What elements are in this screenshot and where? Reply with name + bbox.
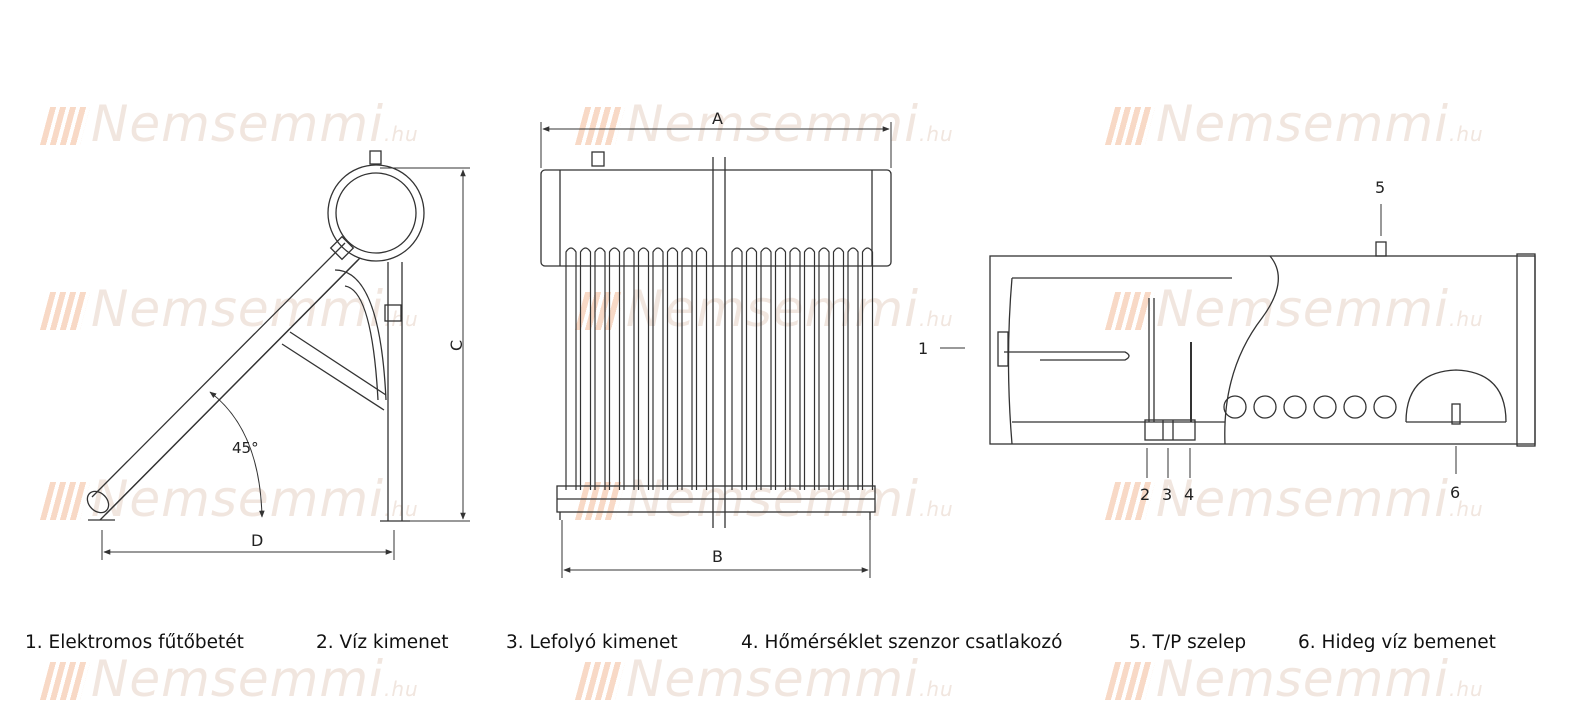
parts-legend: 1. Elektromos fűtőbetét 2. Víz kimenet 3…: [0, 632, 1588, 660]
callout-4: 4: [1184, 485, 1194, 504]
tube-end: [86, 490, 110, 514]
legend-item-5: 5. T/P szelep: [1129, 632, 1247, 653]
tank-section-view: [940, 204, 1536, 478]
leg-bracket: [384, 304, 402, 322]
watermark-logo: Nemsemmi.hu: [39, 650, 419, 708]
heater-flange: [997, 331, 1009, 367]
vacuum-tube: [789, 247, 801, 490]
callout-2: 2: [1140, 485, 1150, 504]
tube-hole: [1313, 395, 1337, 419]
tube-hole: [1343, 395, 1367, 419]
cold-inlet-pipe: [1451, 403, 1461, 425]
vacuum-tube: [695, 247, 708, 490]
vacuum-tube: [681, 247, 693, 490]
angle-arc: [209, 391, 265, 518]
dim-c-label: C: [447, 340, 466, 351]
tp-valve: [1375, 241, 1387, 257]
legend-item-6: 6. Hideg víz bemenet: [1298, 632, 1496, 653]
side-view: [86, 150, 470, 560]
vacuum-tube: [623, 247, 635, 490]
front-view: [540, 122, 892, 578]
heater-element: [1004, 351, 1130, 361]
tube-hole: [1283, 395, 1307, 419]
cold-inlet-arc: [1405, 369, 1507, 423]
watermark-logo: Nemsemmi.hu: [1104, 280, 1484, 338]
dim-d-label: D: [251, 531, 263, 550]
vacuum-tube: [803, 247, 816, 490]
vacuum-tube: [832, 247, 845, 490]
vacuum-tube: [579, 247, 592, 490]
vacuum-tube: [608, 247, 621, 490]
strut-lower: [281, 343, 385, 411]
legend-item-2: 2. Víz kimenet: [316, 632, 449, 653]
dim-b-label: B: [712, 547, 723, 566]
legend-item-1: 1. Elektromos fűtőbetét: [25, 632, 244, 653]
tank-outer-circle: [327, 164, 425, 262]
angle-label: 45°: [232, 439, 259, 457]
inner-tank-left: [1007, 277, 1013, 445]
bottom-ports: [1144, 419, 1196, 441]
strut-upper: [289, 331, 387, 396]
vacuum-tube: [818, 247, 830, 490]
vacuum-tube: [637, 247, 650, 490]
tube-hole: [1373, 395, 1397, 419]
watermark-logo: Nemsemmi.hu: [1104, 650, 1484, 708]
front-tank: [540, 169, 892, 267]
vacuum-tube: [594, 247, 606, 490]
watermark-logo: Nemsemmi.hu: [1104, 470, 1484, 528]
vacuum-tube: [745, 247, 758, 490]
vacuum-tube: [861, 247, 874, 490]
curved-brace-outer: [334, 269, 387, 401]
collector-rail: [99, 257, 361, 521]
vacuum-tube: [666, 247, 679, 490]
tank-section-outer: [989, 255, 1536, 445]
vacuum-tubes: [565, 247, 874, 490]
watermark-logo: Nemsemmi.hu: [39, 95, 419, 153]
watermark-logo: Nemsemmi.hu: [574, 650, 954, 708]
front-valve: [591, 151, 605, 167]
tube-hole: [1223, 395, 1247, 419]
cutaway-line: [1224, 255, 1279, 445]
tube-hole: [1253, 395, 1277, 419]
vacuum-tube: [731, 247, 743, 490]
callout-3: 3: [1162, 485, 1172, 504]
watermark-logo: Nemsemmi.hu: [1104, 95, 1484, 153]
vacuum-tube: [760, 247, 772, 490]
vacuum-tube: [847, 247, 859, 490]
tank-end-cap: [1516, 253, 1536, 447]
vacuum-tube: [565, 247, 577, 490]
dim-a-label: A: [712, 109, 723, 128]
curved-brace-inner: [344, 285, 379, 401]
watermark-logo: Nemsemmi.hu: [574, 95, 954, 153]
vacuum-tube: [774, 247, 787, 490]
callout-1: 1: [918, 339, 928, 358]
tank-bracket: [329, 235, 355, 261]
legend-item-3: 3. Lefolyó kimenet: [506, 632, 678, 653]
legend-item-4: 4. Hőmérséklet szenzor csatlakozó: [741, 632, 1063, 653]
callout-5: 5: [1375, 178, 1385, 197]
collector-edge-upper: [91, 242, 346, 498]
callout-6: 6: [1450, 483, 1460, 502]
tank-inner-circle: [335, 172, 417, 254]
vacuum-tube: [652, 247, 664, 490]
side-valve: [369, 150, 382, 165]
watermark-logo: Nemsemmi.hu: [574, 280, 954, 338]
